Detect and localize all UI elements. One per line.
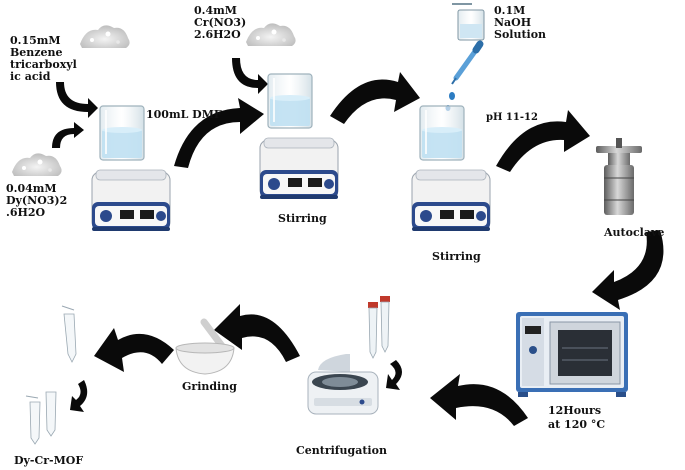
drop-icon [449, 92, 455, 100]
centrifuge-tubes-icon [368, 296, 390, 359]
process-arrow-icon [94, 328, 174, 372]
autoclave-label: Autoclave [603, 226, 664, 239]
dysprosium-label: 0.04mM Dy(NO3)2 .6H2O [6, 182, 71, 219]
process-arrow-icon [496, 110, 590, 172]
ph-label: pH 11-12 [486, 112, 538, 123]
stirring-label-2: Stirring [432, 250, 481, 263]
naoh-label: 0.1M NaOH Solution [494, 4, 546, 41]
oven-condition-label: 12Hours at 120 °C [548, 404, 605, 431]
grinding-label: Grinding [182, 380, 237, 393]
benzene-label: 0.15mM Benzene tricarboxyl ic acid [10, 34, 81, 83]
process-arrow-icon [330, 72, 420, 124]
curved-arrow-icon [70, 380, 88, 412]
curved-arrow-icon [56, 82, 98, 118]
dropper-icon [451, 40, 484, 85]
dmf-label: 100mL DMF [146, 108, 222, 121]
benzene-powder-icon [80, 25, 130, 48]
chromium-label: 0.4mM Cr(NO3) 2.6H2O [194, 4, 250, 41]
stirrer-3 [411, 105, 491, 232]
mortar-pestle-icon [175, 318, 235, 375]
curved-arrow-icon [386, 360, 402, 390]
dysprosium-powder-icon [12, 153, 62, 176]
autoclave-icon [596, 138, 642, 215]
stirrer-2 [259, 73, 339, 200]
chromium-powder-icon [246, 23, 296, 46]
process-arrow-icon [174, 98, 264, 168]
stirring-label-1: Stirring [278, 212, 327, 225]
process-arrow-icon [592, 230, 664, 310]
centrifugation-label: Centrifugation [296, 444, 387, 457]
stirrer-1 [91, 105, 171, 232]
naoh-bottle-icon [452, 3, 485, 41]
product-label: Dy-Cr-MOF [14, 454, 83, 467]
process-arrow-icon [430, 374, 528, 426]
product-tubes-icon [25, 305, 77, 445]
oven-icon [516, 312, 628, 397]
process-arrow-icon [214, 304, 300, 362]
curved-arrow-icon [52, 122, 84, 148]
curved-arrow-icon [232, 58, 268, 94]
centrifuge-icon [307, 354, 379, 415]
